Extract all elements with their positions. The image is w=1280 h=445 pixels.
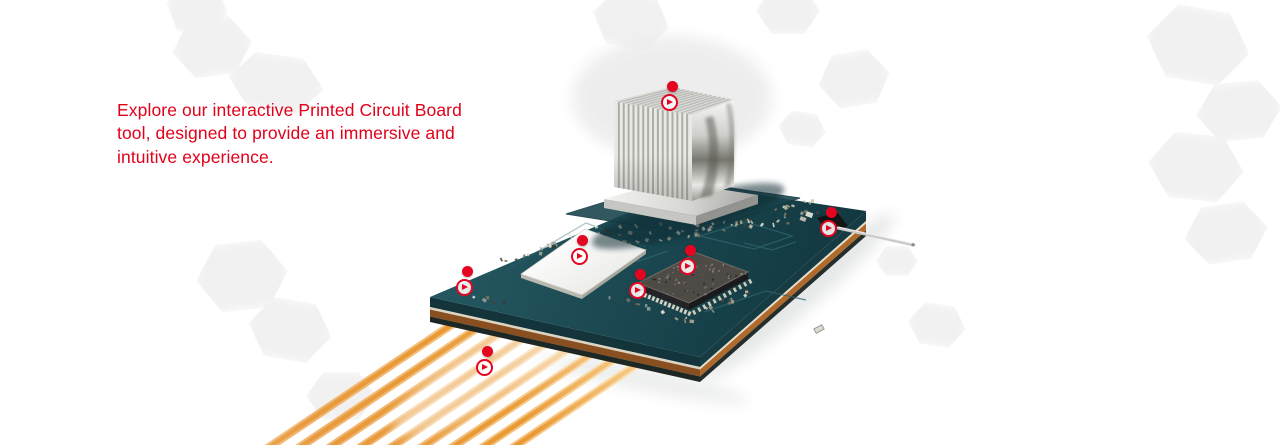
play-triangle xyxy=(684,263,691,269)
chip-pins xyxy=(639,278,753,317)
play-icon[interactable] xyxy=(660,93,678,111)
intro-line-3: intuitive experience. xyxy=(117,146,274,167)
play-icon[interactable] xyxy=(455,278,473,296)
play-icon[interactable] xyxy=(628,281,646,299)
hotspot-dot-icon xyxy=(666,80,678,92)
hotspot-dot-icon xyxy=(481,345,493,357)
hotspot-dot-icon xyxy=(576,234,588,246)
heatsink xyxy=(591,87,785,250)
hotspot-dot-icon xyxy=(461,265,473,277)
intro-text: Explore our interactive Printed Circuit … xyxy=(117,99,512,169)
play-triangle xyxy=(825,225,832,231)
loose-component xyxy=(813,324,825,334)
intro-line-1: Explore our interactive Printed Circuit … xyxy=(117,100,462,120)
play-icon[interactable] xyxy=(678,257,696,275)
intro-line-2: tool, designed to provide an immersive a… xyxy=(117,123,455,144)
play-triangle xyxy=(634,287,641,293)
play-icon[interactable] xyxy=(475,358,493,376)
hexagon-decoration xyxy=(876,246,918,276)
hotspot-dot-icon xyxy=(684,244,696,256)
play-icon[interactable] xyxy=(819,219,837,237)
hotspot-dot-icon xyxy=(634,268,646,280)
play-triangle xyxy=(666,99,673,105)
antenna-wire xyxy=(836,226,916,247)
play-triangle xyxy=(481,364,488,370)
play-icon[interactable] xyxy=(570,247,588,265)
play-triangle xyxy=(461,284,468,290)
board-shadow xyxy=(532,213,895,404)
play-triangle xyxy=(576,253,583,259)
hotspot-dot-icon xyxy=(825,206,837,218)
